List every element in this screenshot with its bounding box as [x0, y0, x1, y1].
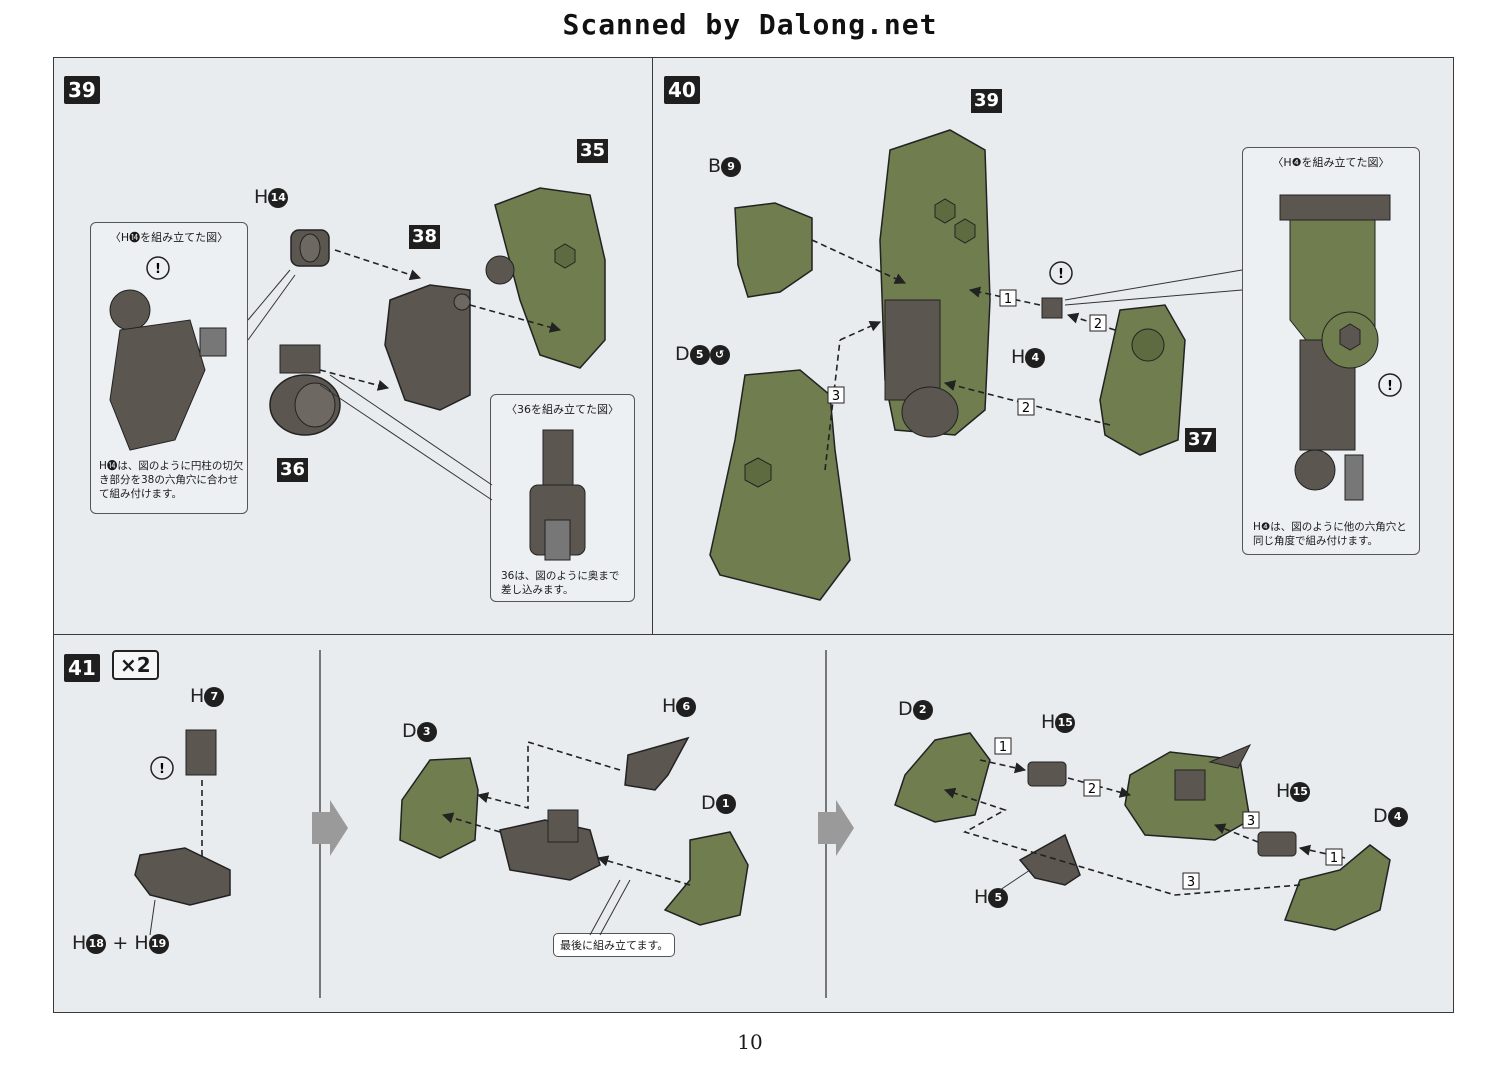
part-h4: [1041, 297, 1063, 319]
part-b9: [734, 202, 813, 298]
part-d5: [709, 369, 851, 601]
svg-text:3: 3: [1247, 814, 1255, 829]
callout-36-note: 36は、図のように奥まで差し込みます。: [501, 570, 620, 596]
rotate-icon: ↺: [709, 344, 730, 365]
part-37: [1099, 304, 1186, 456]
svg-text:2: 2: [1088, 782, 1096, 797]
callout-h14-note: H⓮は、図のように円柱の切欠き部分を38の六角穴に合わせて組み付けます。: [99, 460, 244, 500]
part-sub-assembly-center: [499, 809, 601, 881]
part-35: [485, 187, 606, 369]
scan-credit: Scanned by Dalong.net: [562, 8, 938, 41]
part-h15-b: [1257, 831, 1297, 857]
part-h6: [624, 736, 690, 791]
assemble-last-bubble: 最後に組み立てます。: [553, 933, 676, 957]
part-39-assembly: [879, 129, 991, 438]
part-h15-a: [1027, 761, 1067, 787]
part-h14: [290, 229, 330, 267]
part-label-35: 35: [577, 139, 609, 163]
next-arrow-2: [818, 800, 854, 856]
part-d3: [399, 757, 479, 859]
step-39-number: 39: [64, 76, 100, 104]
svg-text:1: 1: [999, 740, 1007, 755]
part-d1: [663, 831, 749, 926]
part-d2: [894, 732, 991, 823]
callout-h14-diagram: !: [109, 256, 227, 451]
part-sub-assembly-right: [1124, 743, 1252, 841]
part-38: [384, 284, 471, 411]
part-label-39: 39: [971, 89, 1003, 113]
svg-text:2: 2: [1094, 317, 1102, 332]
next-arrow-1: [312, 800, 348, 856]
part-h5: [1018, 833, 1081, 886]
svg-text:1: 1: [1330, 851, 1338, 866]
part-d4: [1283, 844, 1391, 931]
callout-h4-diagram: !: [1279, 194, 1402, 501]
part-h7: !: [150, 729, 217, 780]
warning-icon: !: [1058, 267, 1064, 282]
callout-36-diagram: [529, 429, 586, 561]
callout-h4-note: H❹は、図のように他の六角穴と同じ角度で組み付けます。: [1253, 521, 1407, 547]
svg-text:3: 3: [832, 389, 840, 404]
step-41-number: 41: [64, 654, 100, 682]
page-number: 10: [737, 1030, 763, 1054]
warning-icon: !: [159, 762, 165, 777]
arrow-step-labels-40: 1 2 2 3: [827, 289, 1107, 416]
part-h18-h19: [134, 847, 231, 906]
part-label-38: 38: [409, 225, 441, 249]
warning-icon: !: [1387, 379, 1393, 394]
step-40-number: 40: [664, 76, 700, 104]
svg-text:1: 1: [1004, 292, 1012, 307]
svg-text:2: 2: [1022, 401, 1030, 416]
part-36: [269, 344, 341, 436]
arrow-step-labels-41: 1 2 3 1 3: [994, 737, 1343, 890]
multiplier-badge: ×2: [112, 650, 159, 680]
warning-icon: !: [155, 262, 161, 277]
svg-text:3: 3: [1187, 875, 1195, 890]
part-label-36: 36: [277, 458, 309, 482]
part-label-37: 37: [1185, 428, 1217, 452]
